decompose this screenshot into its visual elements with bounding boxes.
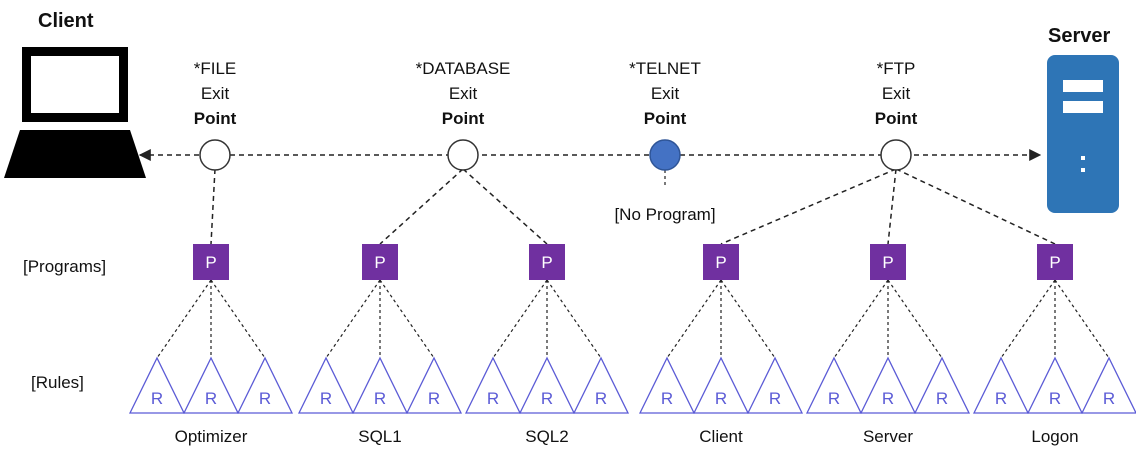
rule-triangle	[1026, 356, 1084, 414]
program-box	[529, 244, 565, 280]
rule-letter: R	[374, 389, 386, 408]
server-icon	[1047, 55, 1119, 213]
rule-triangle	[236, 356, 294, 414]
rule-triangle	[572, 356, 630, 414]
program-to-rule-connector	[720, 279, 776, 359]
client-laptop-icon	[4, 47, 146, 178]
rule-triangle	[913, 356, 971, 414]
program-to-rule-connector	[666, 279, 722, 359]
exit-point-circle	[447, 139, 479, 171]
rule-triangle	[128, 356, 186, 414]
exit-point-circle	[649, 139, 681, 171]
program-letter: P	[882, 253, 893, 272]
rule-group-label: Logon	[1031, 427, 1078, 446]
rule-triangle	[972, 356, 1030, 414]
exit-point-line2: Exit	[449, 84, 478, 103]
no-program-note: [No Program]	[614, 205, 715, 224]
exit-point-line3: Point	[194, 109, 237, 128]
exit-point-name: *TELNET	[629, 59, 701, 78]
exit-point-circle	[199, 139, 231, 171]
client-title: Client	[38, 10, 94, 32]
exit-point-line2: Exit	[201, 84, 230, 103]
rule-triangle	[692, 356, 750, 414]
program-to-rule-connector	[379, 279, 435, 359]
rule-letter: R	[487, 389, 499, 408]
rule-letter: R	[769, 389, 781, 408]
server-title: Server	[1048, 25, 1110, 47]
program-to-rule-connector	[492, 279, 548, 359]
programs-row-label: [Programs]	[23, 257, 106, 276]
exit-point-name: *FILE	[194, 59, 237, 78]
rule-letter: R	[995, 389, 1007, 408]
rule-letter: R	[428, 389, 440, 408]
rule-letter: R	[205, 389, 217, 408]
program-letter: P	[715, 253, 726, 272]
exit-point-name: *FTP	[877, 59, 916, 78]
rule-letter: R	[1103, 389, 1115, 408]
program-to-rule-connector	[833, 279, 889, 359]
rule-letter: R	[595, 389, 607, 408]
rule-group-label: SQL2	[525, 427, 568, 446]
exit-point-line3: Point	[875, 109, 918, 128]
rule-triangle	[464, 356, 522, 414]
rule-triangle	[859, 356, 917, 414]
exit-point-line3: Point	[442, 109, 485, 128]
rule-letter: R	[541, 389, 553, 408]
program-box	[703, 244, 739, 280]
program-letter: P	[1049, 253, 1060, 272]
rule-letter: R	[1049, 389, 1061, 408]
exit-to-program-connector	[210, 168, 216, 245]
exit-point-name: *DATABASE	[416, 59, 511, 78]
rule-letter: R	[828, 389, 840, 408]
exit-point-line2: Exit	[651, 84, 680, 103]
program-to-rule-connector	[887, 279, 943, 359]
rule-letter: R	[882, 389, 894, 408]
program-to-rule-connector	[156, 279, 212, 359]
program-to-rule-connector	[1000, 279, 1056, 359]
program-to-rule-connector	[325, 279, 381, 359]
exit-to-program-connector	[887, 168, 897, 245]
rule-triangle	[351, 356, 409, 414]
rule-letter: R	[936, 389, 948, 408]
rule-group-label: Client	[699, 427, 743, 446]
rule-group-label: Optimizer	[175, 427, 248, 446]
program-letter: P	[205, 253, 216, 272]
rule-letter: R	[320, 389, 332, 408]
rule-triangle	[405, 356, 463, 414]
exit-point-line2: Exit	[882, 84, 911, 103]
rule-group-label: Server	[863, 427, 913, 446]
rule-group-label: SQL1	[358, 427, 401, 446]
rule-triangle	[746, 356, 804, 414]
program-letter: P	[374, 253, 385, 272]
exit-point-line3: Point	[644, 109, 687, 128]
rules-row-label: [Rules]	[31, 373, 84, 392]
rule-letter: R	[661, 389, 673, 408]
programs: P R R R Optimizer P R R R SQL1 P R R R SQL2 P R R R Client P…	[128, 244, 1136, 446]
rule-letter: R	[259, 389, 271, 408]
program-box	[362, 244, 398, 280]
exit-point-circle	[880, 139, 912, 171]
rule-triangle	[182, 356, 240, 414]
rule-letter: R	[715, 389, 727, 408]
exit-to-program-connector	[379, 168, 464, 245]
rule-triangle	[805, 356, 863, 414]
program-to-rule-connector	[210, 279, 266, 359]
exit-to-program-connector	[720, 168, 897, 245]
program-box	[193, 244, 229, 280]
connectors	[156, 168, 1110, 359]
program-to-rule-connector	[546, 279, 602, 359]
program-letter: P	[541, 253, 552, 272]
rule-letter: R	[151, 389, 163, 408]
rule-triangle	[638, 356, 696, 414]
exit-to-program-connector	[895, 168, 1056, 245]
exit-to-program-connector	[462, 168, 548, 245]
rule-triangle	[1080, 356, 1136, 414]
program-box	[1037, 244, 1073, 280]
rule-triangle	[297, 356, 355, 414]
program-to-rule-connector	[1054, 279, 1110, 359]
program-box	[870, 244, 906, 280]
rule-triangle	[518, 356, 576, 414]
